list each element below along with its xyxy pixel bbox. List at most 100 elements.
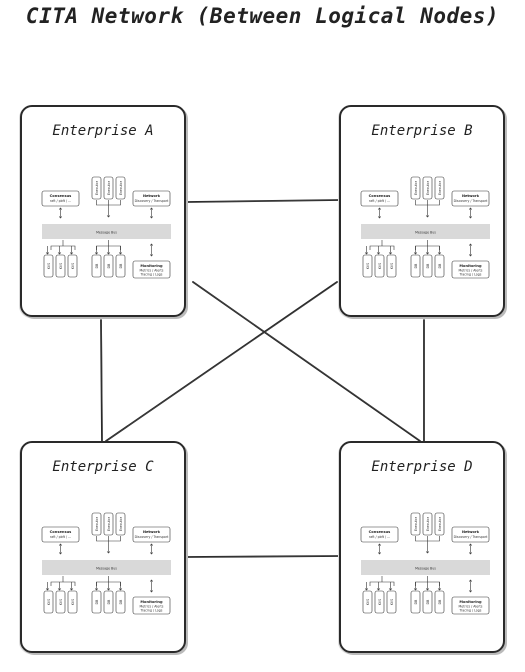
executor-label: Executor [107, 516, 111, 531]
consensus-subtitle: raft / pbft / ... [369, 535, 390, 539]
executor-label: Executor [95, 180, 99, 195]
monitoring-line: Tracing / Logs [459, 273, 482, 277]
consensus-subtitle: raft / pbft / ... [369, 199, 390, 203]
executor-label: Executor [107, 180, 111, 195]
enterprise-node-title: Enterprise D [371, 459, 473, 475]
kvs-arrow [45, 582, 50, 591]
executor-bus-arrow [106, 205, 111, 218]
kvs-arrow [57, 246, 62, 255]
executor-label: Executor [438, 180, 442, 195]
consensus-bus-arrow [58, 207, 63, 219]
db-arrow [118, 582, 123, 591]
network-label: Network [143, 194, 161, 198]
kvs-box [67, 590, 78, 614]
edge-sketch-stroke [188, 555, 340, 558]
executor-box [422, 176, 433, 200]
kvs-box [55, 590, 66, 614]
kvs-label: KVS [390, 263, 394, 269]
edge-sketch-stroke [193, 282, 421, 442]
kvs-label: KVS [47, 599, 51, 605]
kvs-label: KVS [47, 263, 51, 269]
executor-box [115, 512, 126, 536]
monitoring-label: Monitoring [459, 264, 482, 268]
monitoring-line: Tracing / Logs [459, 609, 482, 613]
monitoring-line: Metrics / Alerts [459, 605, 483, 609]
executor-box [422, 512, 433, 536]
enterprise-node-title: Enterprise B [371, 123, 473, 139]
db-box [115, 254, 126, 278]
consensus-box [41, 526, 80, 543]
db-arrow [425, 582, 430, 591]
kvs-arrow [57, 582, 62, 591]
db-arrow [437, 582, 442, 591]
monitoring-line: Metrics / Alerts [459, 269, 483, 273]
kvs-label: KVS [71, 599, 75, 605]
db-box [91, 254, 102, 278]
edge-sketch-stroke [188, 199, 340, 203]
executor-label: Executor [414, 516, 418, 531]
executor-bus-arrow [425, 541, 430, 554]
message-bus-label: Message Bus [415, 231, 436, 235]
monitoring-line: Metrics / Alerts [140, 605, 164, 609]
network-bus-arrow [149, 207, 154, 219]
db-box [434, 254, 445, 278]
monitoring-label: Monitoring [140, 600, 163, 604]
consensus-label: Consensus [369, 194, 391, 198]
consensus-subtitle: raft / pbft / ... [50, 199, 71, 203]
consensus-bus-arrow [58, 543, 63, 555]
db-arrow [106, 582, 111, 591]
db-arrow [106, 246, 111, 255]
enterprise-node-title: Enterprise C [52, 459, 154, 475]
kvs-box [386, 590, 397, 614]
consensus-box [360, 526, 399, 543]
diagram-title: CITA Network (Between Logical Nodes) [25, 4, 500, 28]
kvs-box [67, 254, 78, 278]
kvs-arrow [376, 582, 381, 591]
db-box [115, 590, 126, 614]
consensus-bus-arrow [377, 207, 382, 219]
monitoring-box [132, 260, 171, 279]
kvs-label: KVS [59, 263, 63, 269]
message-bus-label: Message Bus [96, 231, 117, 235]
network-box [451, 190, 490, 207]
network-bus-arrow [468, 207, 473, 219]
kvs-box [386, 254, 397, 278]
db-label: DB [438, 600, 442, 605]
network-box [451, 526, 490, 543]
monitoring-box [451, 596, 490, 615]
edge-sketch-stroke [101, 320, 103, 442]
message-bus-label: Message Bus [415, 567, 436, 571]
executor-label: Executor [414, 180, 418, 195]
consensus-box [360, 190, 399, 207]
network-box [132, 526, 171, 543]
monitoring-line: Metrics / Alerts [140, 269, 164, 273]
db-box [103, 254, 114, 278]
monitoring-box [132, 596, 171, 615]
monitoring-label: Monitoring [459, 600, 482, 604]
kvs-arrow [69, 246, 74, 255]
executor-box [91, 512, 102, 536]
db-arrow [413, 246, 418, 255]
consensus-label: Consensus [50, 194, 72, 198]
network-subtitle: Discovery / Transport [454, 199, 489, 203]
executor-box [434, 512, 445, 536]
kvs-box [43, 590, 54, 614]
db-arrow [94, 246, 99, 255]
db-box [410, 254, 421, 278]
db-label: DB [426, 600, 430, 605]
monitoring-bus-arrow [468, 579, 473, 593]
executor-box [103, 176, 114, 200]
monitoring-bus-arrow [149, 243, 154, 257]
network-subtitle: Discovery / Transport [135, 535, 170, 539]
executor-label: Executor [426, 180, 430, 195]
monitoring-label: Monitoring [140, 264, 163, 268]
db-label: DB [107, 600, 111, 605]
network-bus-arrow [149, 543, 154, 555]
